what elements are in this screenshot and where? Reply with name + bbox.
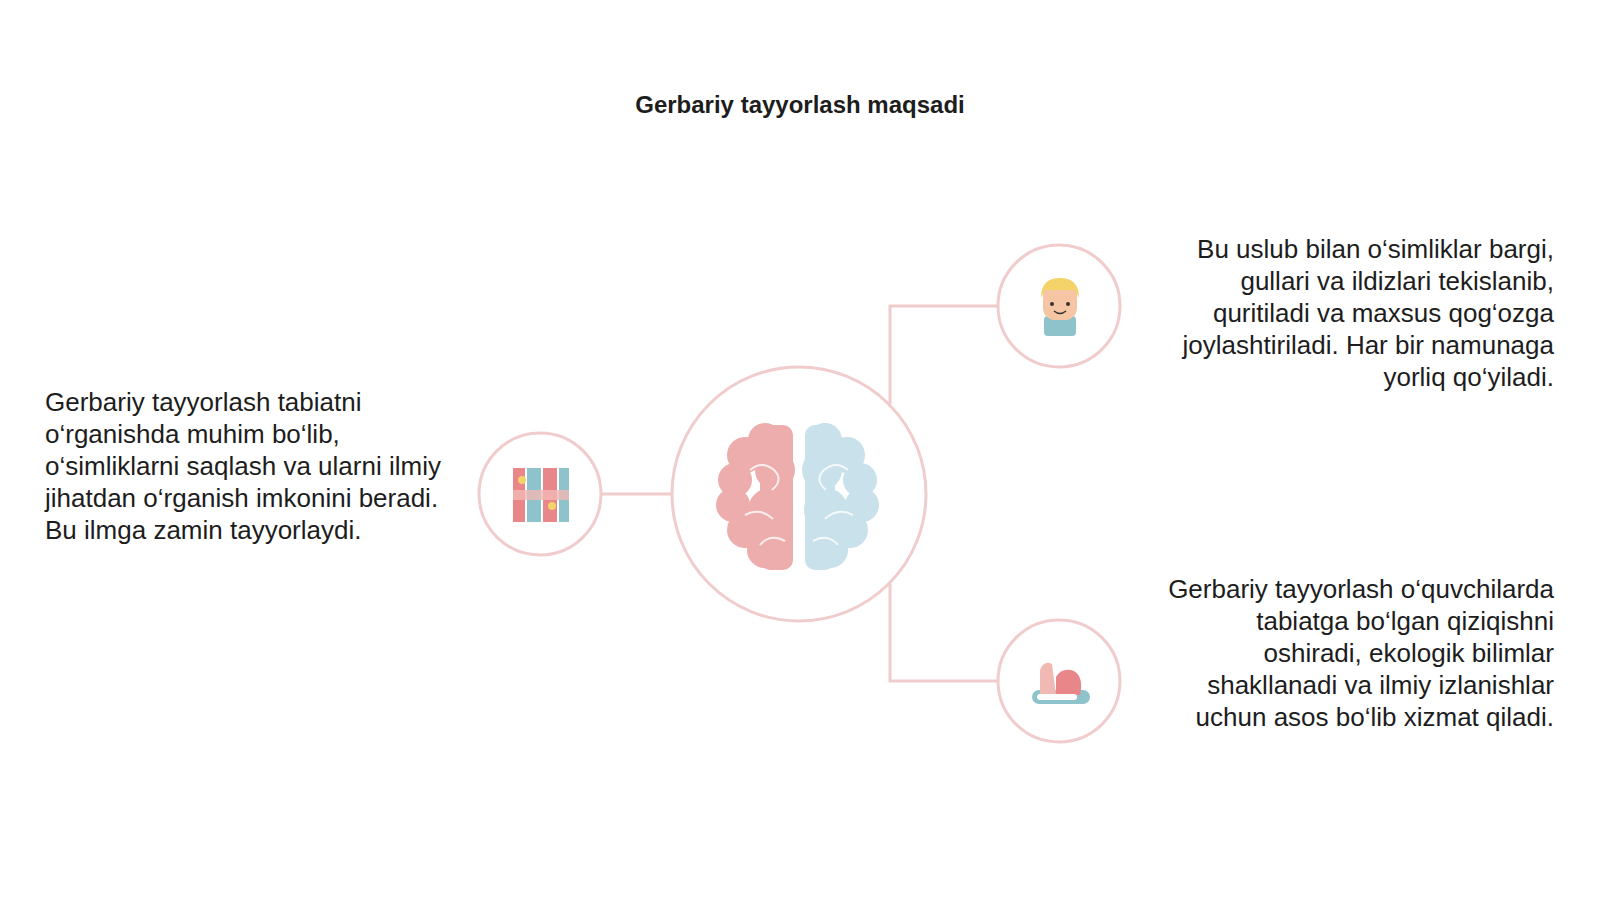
brain-icon — [716, 423, 879, 570]
description-text: Gerbariy tayyorlash o‘quvchilarda tabiat… — [1160, 573, 1554, 733]
description-text: Bu uslub bilan o‘simliklar bargi, gullar… — [1180, 233, 1554, 393]
description-text: Gerbariy tayyorlash tabiatni o‘rganishda… — [45, 386, 445, 546]
face-icon — [1041, 278, 1079, 336]
toy-icon — [1032, 663, 1090, 704]
blocks-icon — [513, 468, 569, 522]
diagram-title: Gerbariy tayyorlash maqsadi — [500, 90, 1100, 120]
